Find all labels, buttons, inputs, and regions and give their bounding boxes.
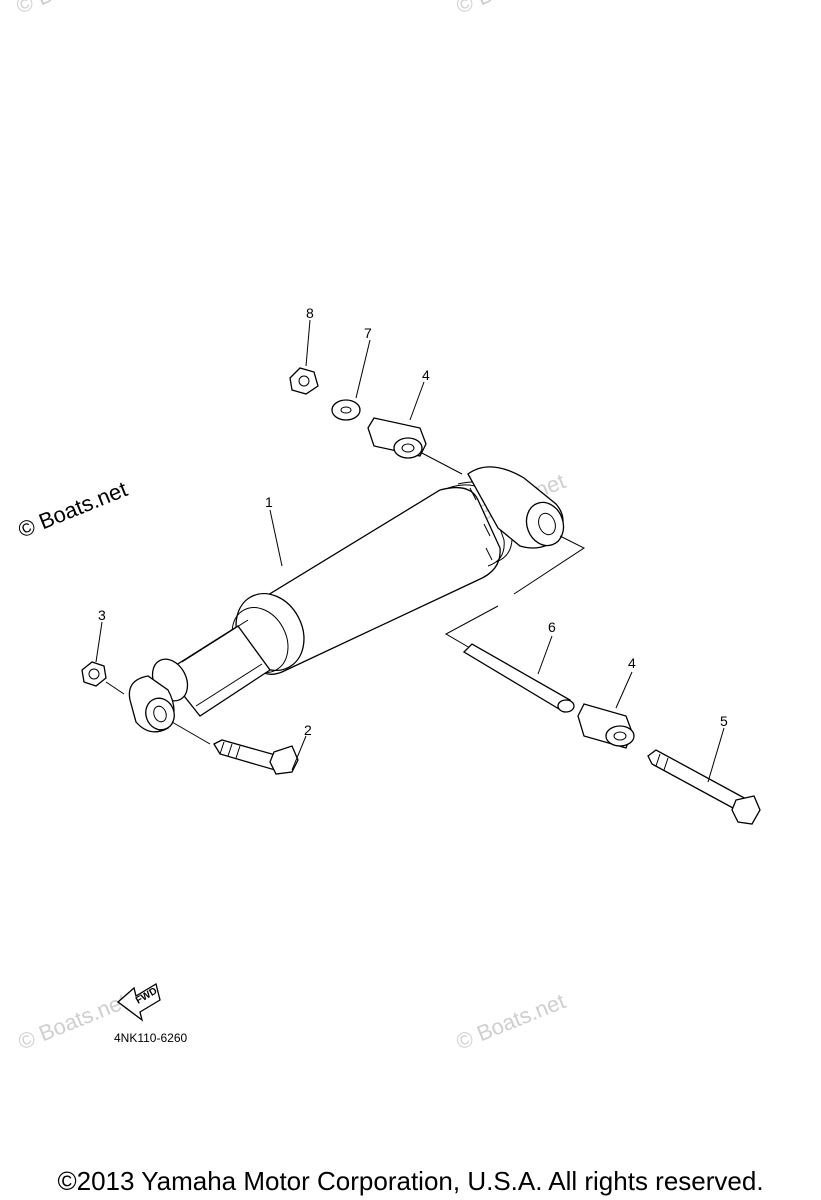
callout-1: 1 (265, 494, 273, 510)
copyright-footer: ©2013 Yamaha Motor Corporation, U.S.A. A… (57, 1166, 764, 1196)
watermark-faint-top-right: © Boats.net (453, 0, 569, 19)
callout-4-lower: 4 (628, 655, 636, 671)
watermark-faint-bottom-center: © Boats.net (453, 988, 569, 1054)
callout-3: 3 (98, 607, 106, 623)
bushing-lower (577, 703, 635, 749)
part-code: 4NK110-6260 (114, 1031, 187, 1045)
bushing-upper (367, 417, 463, 475)
callout-leaders (95, 319, 725, 783)
callout-numbers: 1 2 3 4 4 5 6 7 8 (98, 305, 728, 738)
callout-6: 6 (548, 619, 556, 635)
assembly-leader-lines (444, 535, 586, 649)
watermark-faint-top-left: © Boats.net (13, 0, 129, 19)
washer (331, 399, 361, 421)
fwd-arrow: FWD (116, 982, 161, 1022)
nut-upper (289, 367, 319, 395)
callout-7: 7 (364, 325, 372, 341)
callout-4-upper: 4 (422, 367, 430, 383)
shock-absorber (128, 466, 565, 733)
bolt-long (647, 749, 761, 825)
callout-2: 2 (304, 722, 312, 738)
pin-collar (462, 643, 575, 713)
watermark-main: © Boats.net (15, 476, 131, 542)
callout-5: 5 (720, 713, 728, 729)
nut-lower (81, 661, 125, 695)
bolt-lower (171, 721, 299, 775)
callout-8: 8 (306, 305, 314, 321)
